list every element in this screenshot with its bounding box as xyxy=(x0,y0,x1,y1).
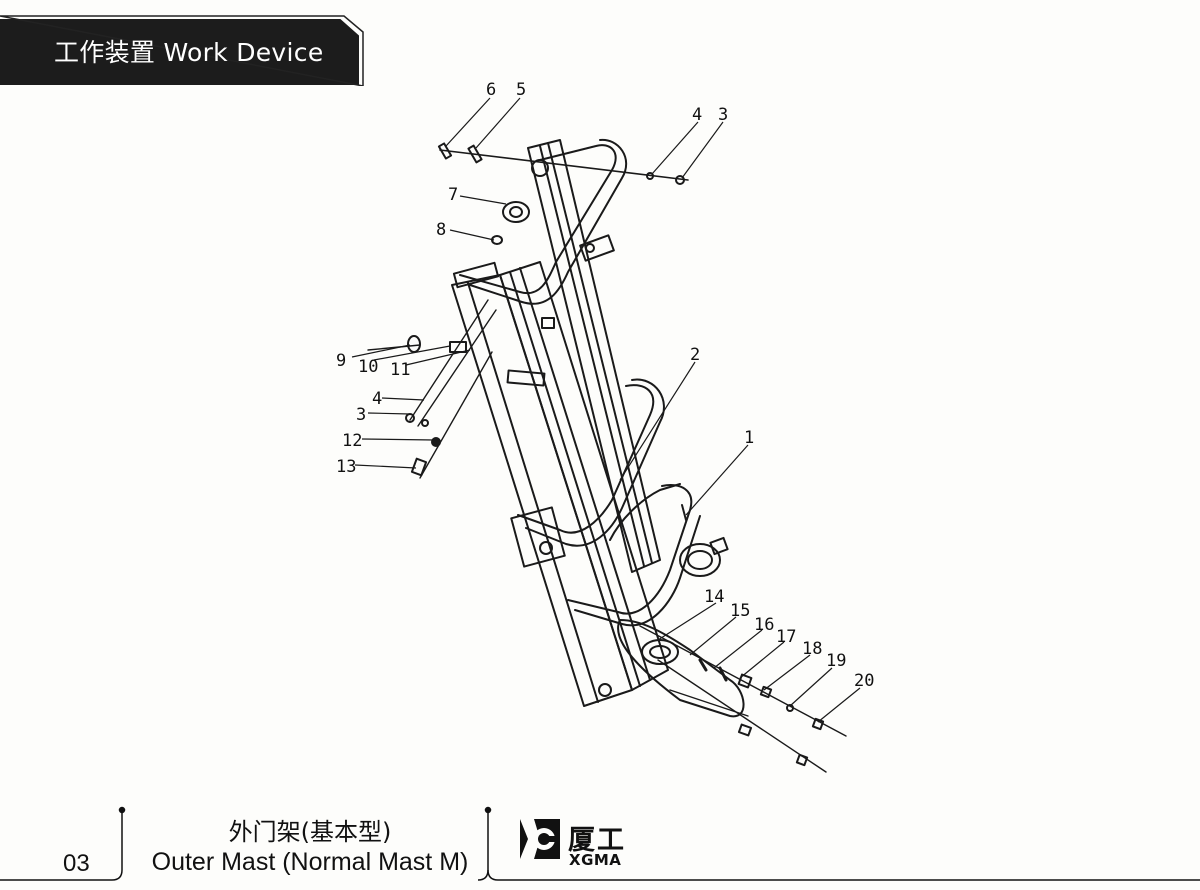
callout-label: 15 xyxy=(730,601,750,621)
callout-label: 10 xyxy=(358,357,378,377)
callout-label: 6 xyxy=(486,80,496,100)
callout-label: 20 xyxy=(854,671,874,691)
mast-channel-face xyxy=(499,261,669,691)
callout-label: 19 xyxy=(826,651,846,671)
callout-label: 18 xyxy=(802,639,822,659)
callout-label: 13 xyxy=(336,457,356,477)
logo-text-english: XGMA xyxy=(569,851,622,869)
callout-label: 1 xyxy=(744,428,754,448)
bottom-bracket xyxy=(617,619,745,718)
middle-crossbar xyxy=(517,384,655,534)
callout-label: 7 xyxy=(448,185,458,205)
callout-label: 4 xyxy=(372,389,382,409)
callout-labels: 6 5 4 3 7 8 9 10 11 4 3 12 13 2 1 14 15 … xyxy=(336,80,874,691)
header-tab xyxy=(0,15,364,86)
top-crossbar xyxy=(459,144,617,295)
callout-label: 12 xyxy=(342,431,362,451)
header-title: 工作装置 Work Device xyxy=(54,38,324,67)
callout-label: 9 xyxy=(336,351,346,371)
upper-rail xyxy=(527,139,661,573)
lower-crossbar xyxy=(567,484,693,615)
xgma-logo-icon xyxy=(520,819,560,859)
footer-frame xyxy=(0,806,1200,881)
callout-label: 16 xyxy=(754,615,774,635)
callout-label: 8 xyxy=(436,220,446,240)
page-number: 03 xyxy=(63,850,90,877)
callout-label: 17 xyxy=(776,627,796,647)
callout-label: 3 xyxy=(718,105,728,125)
title-english: Outer Mast (Normal Mast M) xyxy=(151,848,469,876)
logo-text-chinese: 厦工 xyxy=(568,825,626,856)
callout-label: 4 xyxy=(692,105,702,125)
roller xyxy=(502,201,530,223)
callout-label: 14 xyxy=(704,587,724,607)
callout-label: 11 xyxy=(390,360,410,380)
callout-label: 2 xyxy=(690,345,700,365)
tilt-ring xyxy=(679,543,721,577)
callout-label: 3 xyxy=(356,405,366,425)
callout-label: 5 xyxy=(516,80,526,100)
title-chinese: 外门架(基本型) xyxy=(228,818,392,846)
exploded-view-drawing: 6 5 4 3 7 8 9 10 11 4 3 12 13 2 1 14 15 … xyxy=(336,80,874,773)
